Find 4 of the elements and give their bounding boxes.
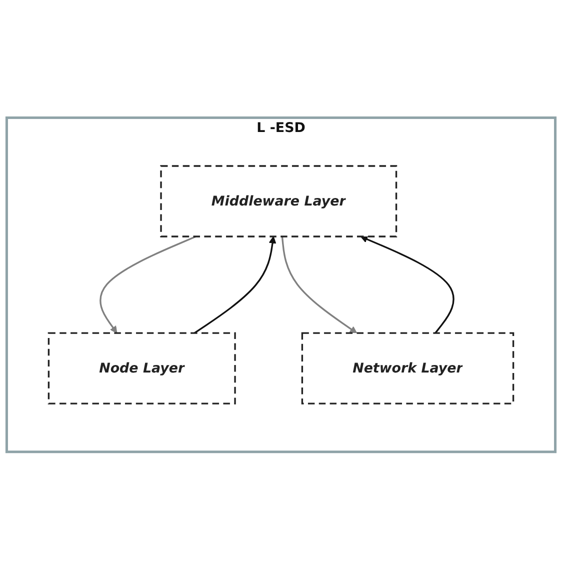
arrow <box>194 236 276 334</box>
arrow <box>360 235 454 334</box>
arrow <box>281 236 358 334</box>
arrow <box>100 235 196 334</box>
